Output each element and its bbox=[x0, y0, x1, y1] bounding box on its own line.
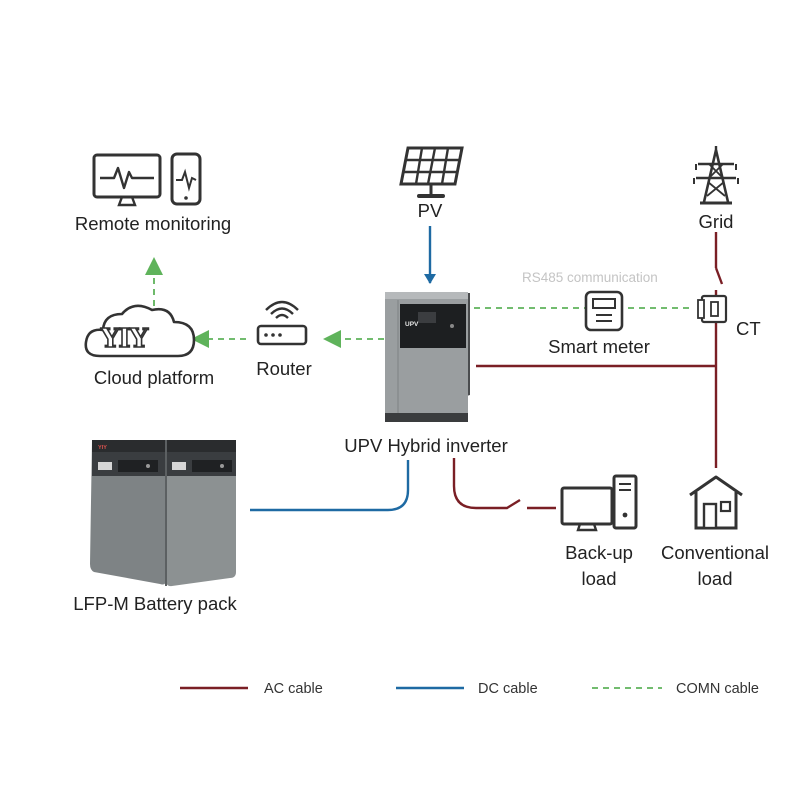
hybrid-inverter-device: UPV bbox=[385, 292, 470, 422]
smart-meter-label: Smart meter bbox=[548, 336, 650, 357]
comn-cable-network bbox=[145, 257, 692, 348]
grid-tower-icon bbox=[693, 146, 739, 205]
router-label: Router bbox=[256, 358, 312, 379]
house-icon bbox=[689, 475, 743, 530]
smart-meter-icon bbox=[584, 290, 624, 332]
ct-clamp-icon bbox=[697, 294, 728, 324]
dc-cable-network bbox=[250, 226, 436, 512]
cloud-logo: YIY bbox=[100, 324, 149, 354]
legend-comn-label: COMN cable bbox=[676, 681, 759, 697]
conventional-load-label: Conventional load bbox=[661, 540, 769, 592]
pv-label: PV bbox=[417, 200, 443, 221]
router-icon bbox=[256, 300, 308, 346]
solar-panel-icon bbox=[399, 146, 464, 198]
computer-icon bbox=[560, 474, 638, 532]
grid-label: Grid bbox=[698, 211, 734, 232]
phone-icon bbox=[170, 152, 202, 206]
battery-label: LFP-M Battery pack bbox=[73, 593, 237, 614]
rs485-label: RS485 communication bbox=[522, 270, 658, 285]
ct-label: CT bbox=[736, 318, 761, 339]
remote-monitoring-label: Remote monitoring bbox=[74, 213, 232, 234]
legend-ac-label: AC cable bbox=[264, 681, 323, 697]
conventional-load-line-2: load bbox=[697, 568, 733, 589]
dc-cable-pv-arrow bbox=[424, 274, 436, 284]
backup-load-line-1: Back-up bbox=[565, 542, 633, 563]
conventional-load-line-1: Conventional bbox=[661, 542, 769, 563]
cloud-platform-label: Cloud platform bbox=[93, 367, 215, 388]
cloud-icon: YIY bbox=[84, 304, 196, 358]
grid-switch bbox=[714, 267, 724, 285]
dc-cable-battery bbox=[250, 460, 410, 512]
inverter-label: UPV Hybrid inverter bbox=[344, 435, 508, 456]
backup-load-line-2: load bbox=[581, 568, 617, 589]
inverter-brand: UPV bbox=[405, 321, 419, 328]
ac-cable-backup bbox=[452, 458, 521, 510]
backup-load-label: Back-up load bbox=[565, 540, 633, 592]
battery-brand: YIY bbox=[98, 445, 107, 451]
legend-dc-label: DC cable bbox=[478, 681, 538, 697]
monitor-icon bbox=[92, 153, 162, 207]
battery-pack-device: YIY bbox=[90, 440, 236, 587]
